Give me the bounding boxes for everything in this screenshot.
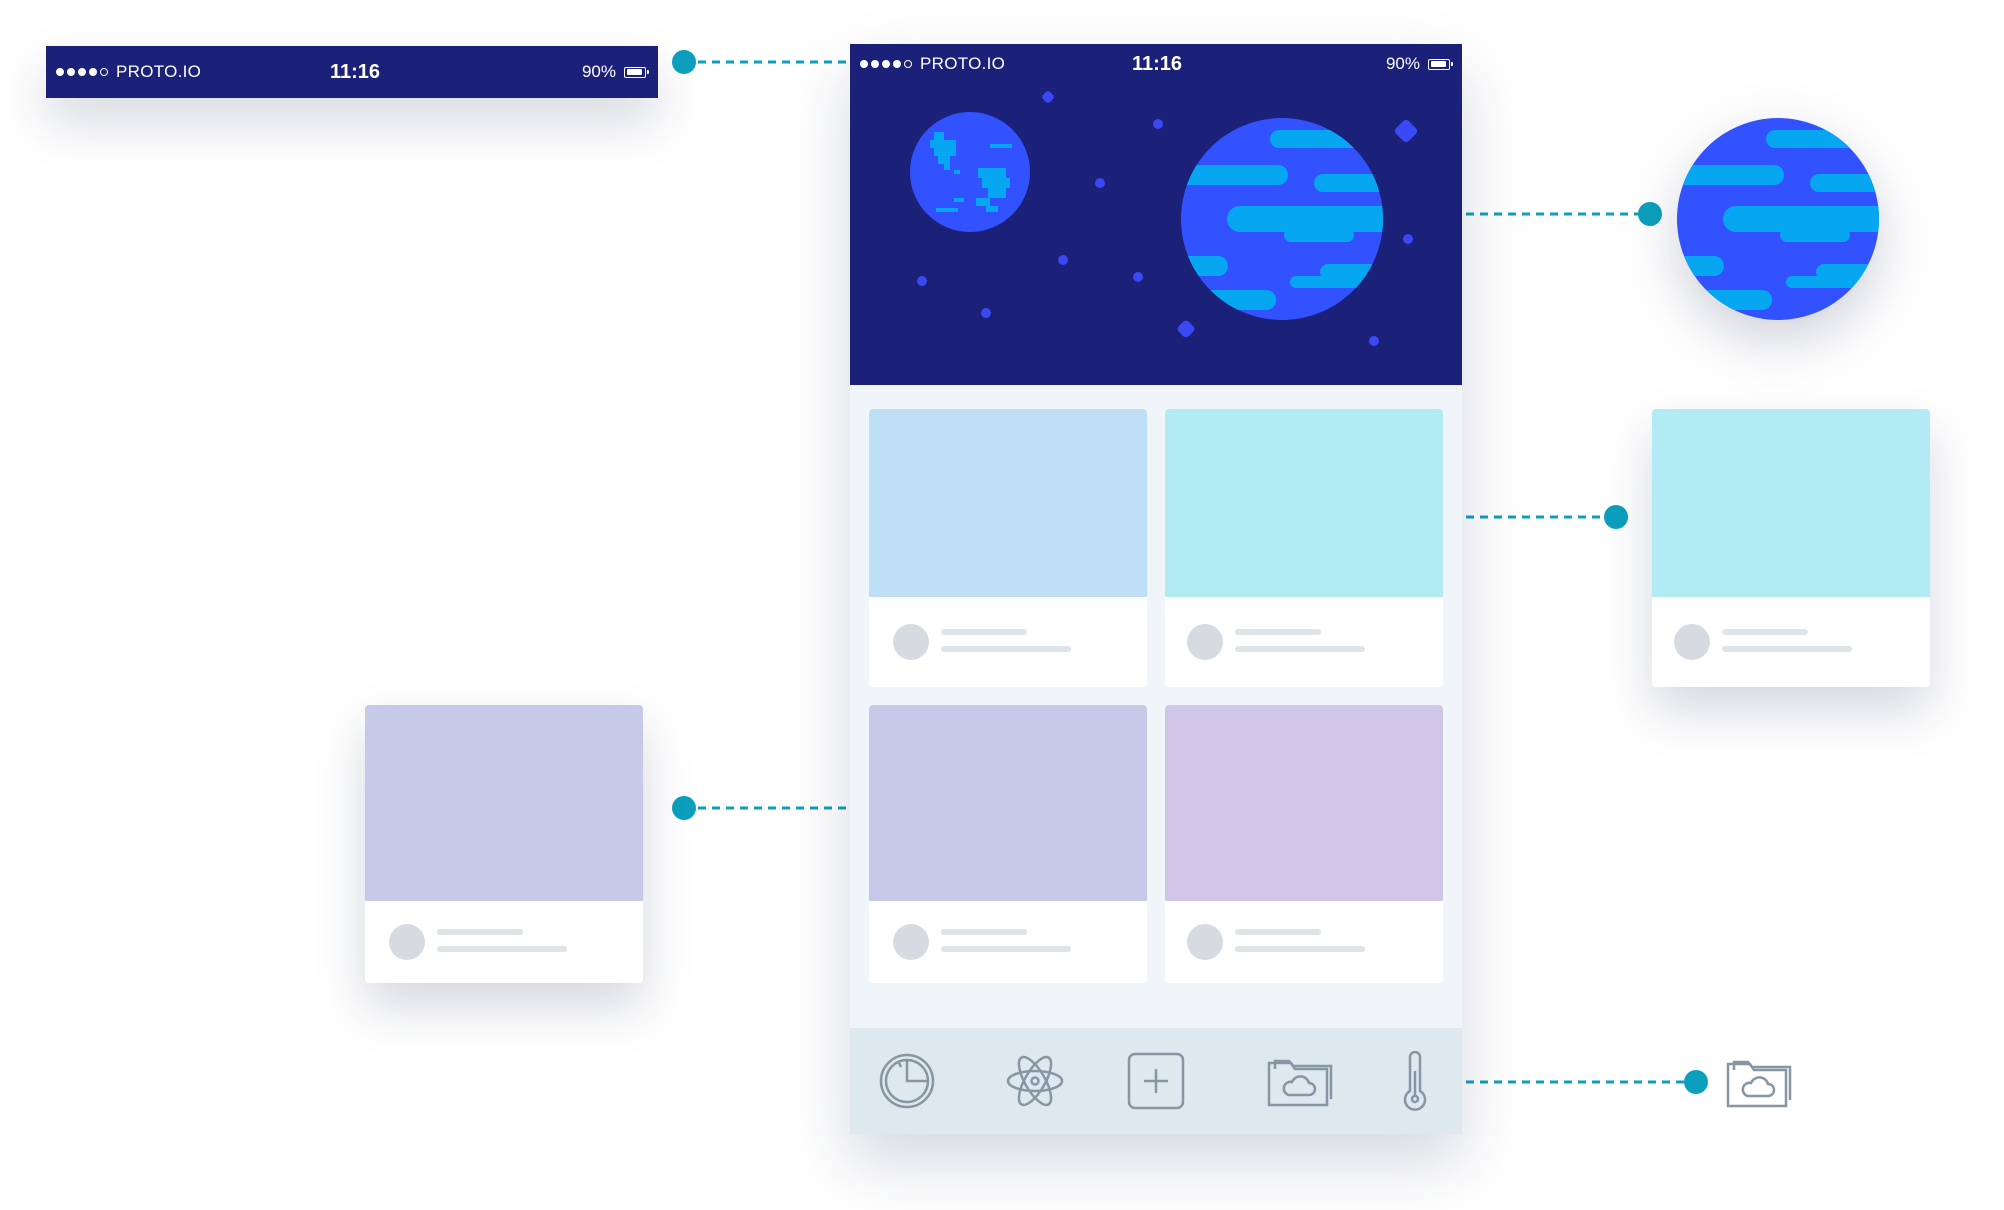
card-callout-left: [365, 705, 643, 983]
avatar: [893, 624, 929, 660]
card-cyan[interactable]: [1165, 409, 1443, 687]
cloud-folder-icon: [1267, 1059, 1333, 1107]
card-subtitle-placeholder: [1235, 946, 1365, 952]
card-subtitle-placeholder: [437, 946, 567, 952]
avatar: [1187, 624, 1223, 660]
carrier-label: PROTO.IO: [920, 54, 1006, 73]
card-callout-right: [1652, 409, 1930, 687]
card-image: [1165, 705, 1443, 901]
card-image: [365, 705, 643, 901]
battery-icon: [1428, 58, 1453, 70]
card-footer: [869, 901, 1147, 983]
card-title-placeholder: [1235, 629, 1321, 635]
phone-screen: PROTO.IO 11:16 90%: [850, 44, 1462, 1134]
card-purple[interactable]: [1165, 705, 1443, 983]
space-illustration: [910, 91, 1418, 346]
card-title-placeholder: [1235, 929, 1321, 935]
tab-temperature[interactable]: [1370, 1028, 1460, 1134]
battery-icon: [624, 66, 649, 78]
connector-dot-card-left: [672, 796, 696, 820]
card-footer: [1165, 597, 1443, 687]
avatar: [1187, 924, 1223, 960]
card-subtitle-placeholder: [1722, 646, 1852, 652]
add-icon: [1127, 1052, 1185, 1110]
card-blue[interactable]: [869, 409, 1147, 687]
card-image: [1165, 409, 1443, 597]
time-label: 11:16: [1132, 52, 1183, 75]
status-bar-callout: PROTO.IO 11:16 90%: [46, 46, 658, 98]
connector-dot-cloud-folder: [1684, 1070, 1708, 1094]
planet-callout: [1677, 118, 1879, 320]
card-footer: [1652, 597, 1930, 687]
card-footer: [365, 901, 643, 983]
thermometer-icon: [1403, 1051, 1427, 1111]
tab-stats[interactable]: [862, 1028, 952, 1134]
small-planet: [910, 112, 1030, 232]
card-image: [869, 409, 1147, 597]
card-image: [869, 705, 1147, 901]
card-lavender[interactable]: [869, 705, 1147, 983]
connector-dot-planet: [1638, 202, 1662, 226]
card-image: [1652, 409, 1930, 597]
card-title-placeholder: [941, 929, 1027, 935]
card-footer: [869, 597, 1147, 687]
carrier-label: PROTO.IO: [116, 62, 202, 81]
card-title-placeholder: [941, 629, 1027, 635]
tab-atom[interactable]: [990, 1028, 1080, 1134]
atom-icon: [1006, 1055, 1064, 1107]
cloud-folder-icon: [1726, 1060, 1792, 1108]
card-subtitle-placeholder: [1235, 646, 1365, 652]
hero-banner: PROTO.IO 11:16 90%: [850, 44, 1462, 385]
avatar: [893, 924, 929, 960]
card-subtitle-placeholder: [941, 646, 1071, 652]
stars: [917, 91, 1418, 346]
card-subtitle-placeholder: [941, 946, 1071, 952]
connector-dot-card-right: [1604, 505, 1628, 529]
tab-bar: [850, 1028, 1462, 1134]
signal-strength-icon: [860, 60, 912, 68]
card-footer: [1165, 901, 1443, 983]
battery-percent: 90%: [581, 62, 616, 81]
signal-strength-icon: [56, 68, 108, 76]
big-planet: [1181, 118, 1383, 320]
time-label: 11:16: [330, 60, 381, 83]
phone-status-bar: PROTO.IO 11:16 90%: [850, 44, 1462, 84]
avatar: [389, 924, 425, 960]
avatar: [1674, 624, 1710, 660]
connector-dot-statusbar: [672, 50, 696, 74]
card-title-placeholder: [1722, 629, 1808, 635]
card-title-placeholder: [437, 929, 523, 935]
battery-percent: 90%: [1385, 54, 1420, 73]
pie-chart-icon: [879, 1053, 935, 1109]
tab-add[interactable]: [1111, 1028, 1201, 1134]
tab-cloud-folder[interactable]: [1255, 1028, 1345, 1134]
